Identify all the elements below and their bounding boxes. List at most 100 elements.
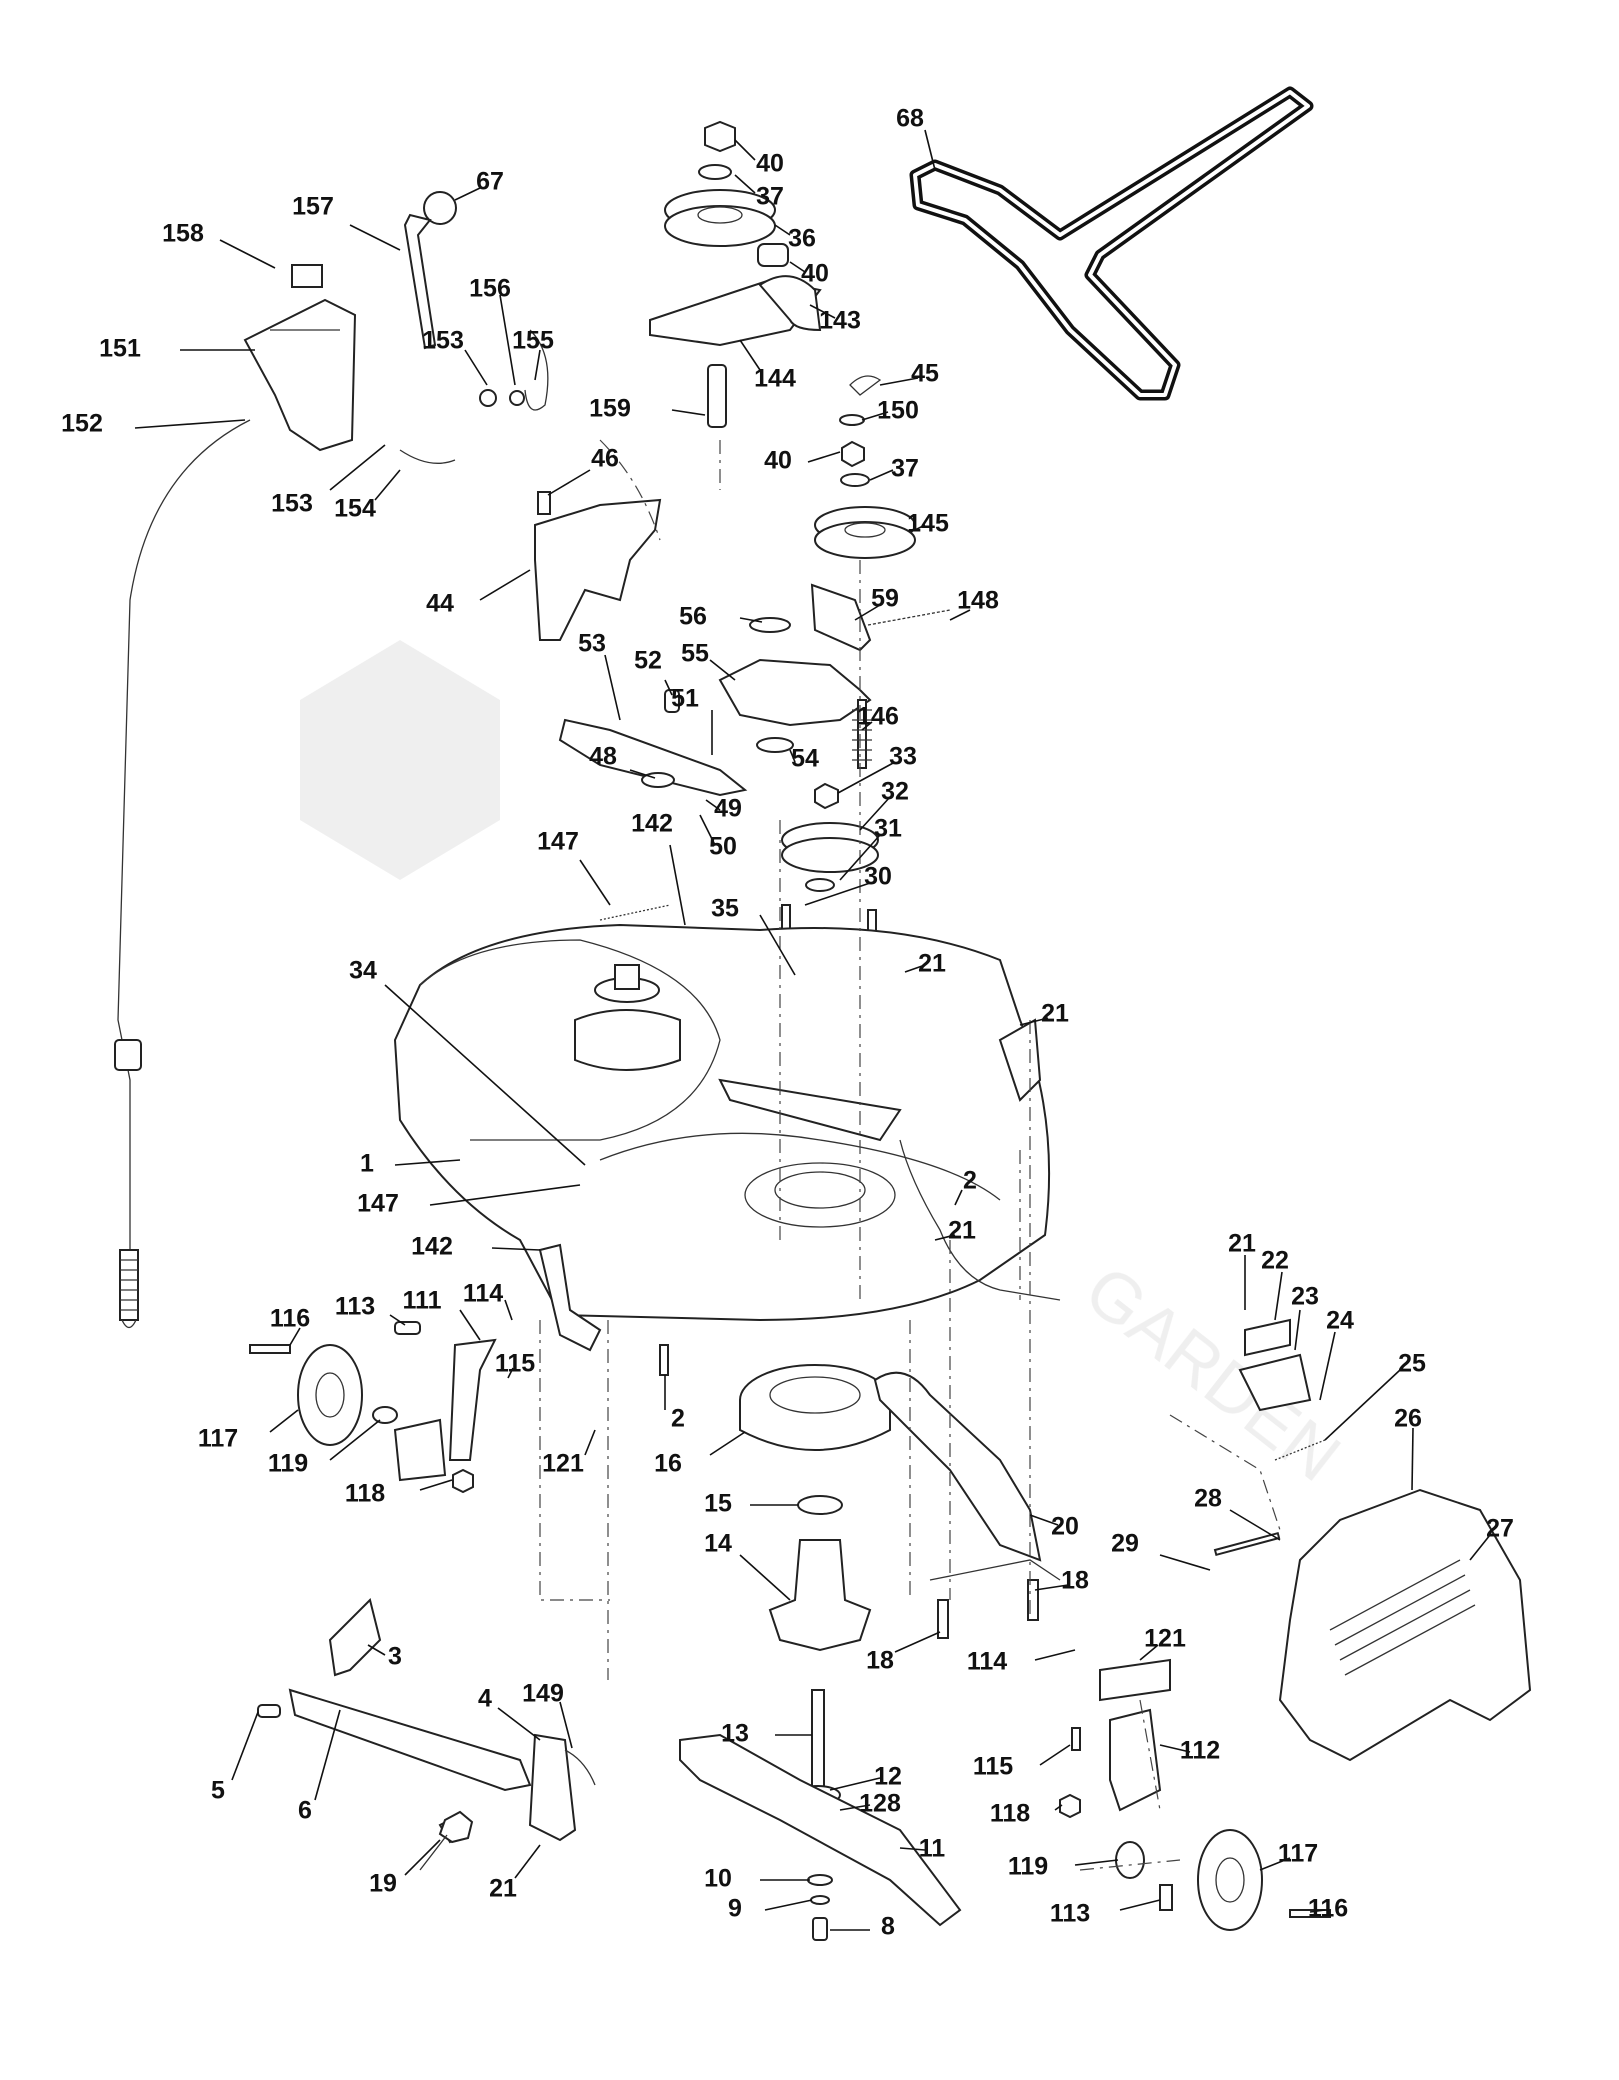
leader-line-9	[764, 1899, 813, 1911]
callout-label-128: 128	[859, 1790, 901, 1818]
callout-label-51: 51	[671, 685, 699, 713]
leader-line-2	[954, 1189, 963, 1206]
leader-line-68	[924, 129, 936, 171]
callout-label-114: 114	[967, 1648, 1007, 1676]
callout-label-53: 53	[578, 630, 606, 658]
assembly-reference-lines	[539, 439, 1281, 1871]
leader-line-152	[134, 419, 246, 429]
leader-line-67	[454, 187, 481, 201]
watermark-logo-icon	[300, 640, 500, 880]
spindle-assembly	[739, 1364, 891, 1820]
leader-line-5	[231, 1711, 259, 1781]
callout-label-8: 8	[881, 1913, 895, 1941]
leader-line-121	[1139, 1644, 1159, 1661]
callout-label-118: 118	[990, 1800, 1030, 1828]
callout-label-147: 147	[537, 828, 579, 856]
leader-line-31	[839, 834, 881, 881]
idler-pulley-assembly	[649, 120, 822, 428]
leader-line-25	[1324, 1369, 1401, 1441]
callout-label-117: 117	[198, 1425, 238, 1453]
leader-line-143	[809, 304, 836, 319]
leader-line-147	[579, 859, 611, 906]
right-bracket-assembly	[1238, 1318, 1326, 1461]
callout-label-19: 19	[369, 1870, 397, 1898]
leader-line-21	[934, 1234, 956, 1241]
leader-line-37	[734, 174, 756, 194]
leader-line-11	[899, 1847, 926, 1851]
leader-line-18	[1034, 1584, 1069, 1591]
leader-line-145	[914, 524, 926, 531]
leader-line-33	[837, 761, 896, 794]
leader-line-18	[894, 1631, 941, 1653]
gauge-wheel-left	[249, 1321, 497, 1494]
leader-line-23	[1294, 1309, 1301, 1351]
callout-label-116: 116	[270, 1305, 310, 1333]
callout-label-21: 21	[1228, 1230, 1256, 1258]
leader-line-34	[384, 984, 586, 1166]
leader-line-118	[419, 1479, 453, 1491]
callout-label-34: 34	[349, 957, 377, 985]
belt-guard	[534, 491, 662, 641]
callout-label-16: 16	[654, 1450, 682, 1478]
leader-line-115	[1039, 1744, 1071, 1766]
callout-label-148: 148	[957, 587, 999, 615]
leader-line-116	[289, 1327, 301, 1346]
callout-label-146: 146	[857, 703, 899, 731]
leader-line-49	[705, 799, 721, 811]
callout-label-143: 143	[819, 307, 861, 335]
leader-line-113	[1119, 1899, 1161, 1911]
callout-label-112: 112	[1180, 1737, 1220, 1765]
leader-line-16	[709, 1431, 746, 1456]
callout-label-22: 22	[1261, 1247, 1289, 1275]
callout-label-154: 154	[334, 495, 376, 523]
leader-line-12	[829, 1777, 881, 1791]
leader-line-36	[774, 224, 791, 236]
callout-label-153: 153	[422, 327, 464, 355]
pulley-assembly-right	[810, 375, 951, 652]
leader-line-21	[514, 1844, 541, 1879]
stabilizer-link	[257, 1598, 596, 1844]
callout-label-45: 45	[911, 360, 939, 388]
callout-label-2: 2	[671, 1405, 685, 1433]
callout-label-26: 26	[1394, 1405, 1422, 1433]
leader-line-114	[1034, 1649, 1076, 1661]
callout-label-151: 151	[99, 335, 141, 363]
callout-label-54: 54	[791, 745, 819, 773]
leader-line-142	[491, 1247, 541, 1251]
leader-line-150	[861, 411, 889, 421]
callout-label-37: 37	[756, 183, 784, 211]
callout-label-31: 31	[874, 815, 902, 843]
leader-line-24	[1319, 1331, 1336, 1401]
callout-label-33: 33	[889, 743, 917, 771]
leader-line-3	[367, 1644, 386, 1656]
leader-line-22	[1274, 1271, 1283, 1321]
callout-label-121: 121	[542, 1450, 584, 1478]
callout-label-153: 153	[271, 490, 313, 518]
callout-label-28: 28	[1194, 1485, 1222, 1513]
leader-line-155	[534, 349, 541, 381]
leader-line-116	[1309, 1909, 1326, 1913]
callout-label-156: 156	[469, 275, 511, 303]
callout-label-158: 158	[162, 220, 204, 248]
callout-label-11: 11	[919, 1835, 946, 1863]
callout-label-21: 21	[918, 950, 946, 978]
callout-label-157: 157	[292, 193, 334, 221]
leader-line-45	[879, 377, 919, 386]
callout-label-21: 21	[948, 1217, 976, 1245]
callout-label-56: 56	[679, 603, 707, 631]
leader-line-44	[479, 569, 531, 601]
leader-line-158	[219, 239, 276, 269]
leader-line-159	[671, 409, 706, 416]
leader-line-50	[699, 814, 716, 846]
leader-line-30	[804, 882, 871, 906]
leader-line-21	[904, 964, 926, 973]
callout-label-50: 50	[709, 833, 737, 861]
leader-line-113	[389, 1314, 406, 1326]
callout-label-114: 114	[463, 1280, 503, 1308]
callout-label-14: 14	[704, 1530, 732, 1558]
leader-line-121	[584, 1429, 596, 1456]
leader-line-111	[459, 1309, 481, 1341]
leader-line-148	[949, 609, 971, 621]
leader-line-37	[869, 469, 894, 481]
